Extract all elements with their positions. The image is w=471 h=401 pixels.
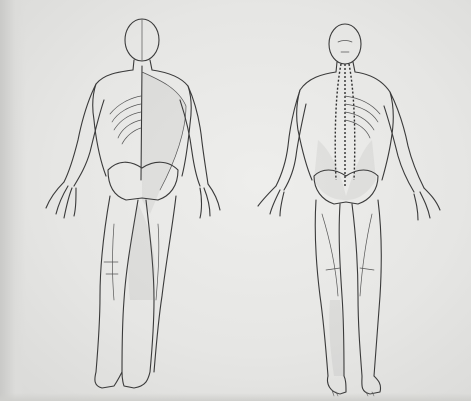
page-bottom-edge <box>0 393 471 401</box>
